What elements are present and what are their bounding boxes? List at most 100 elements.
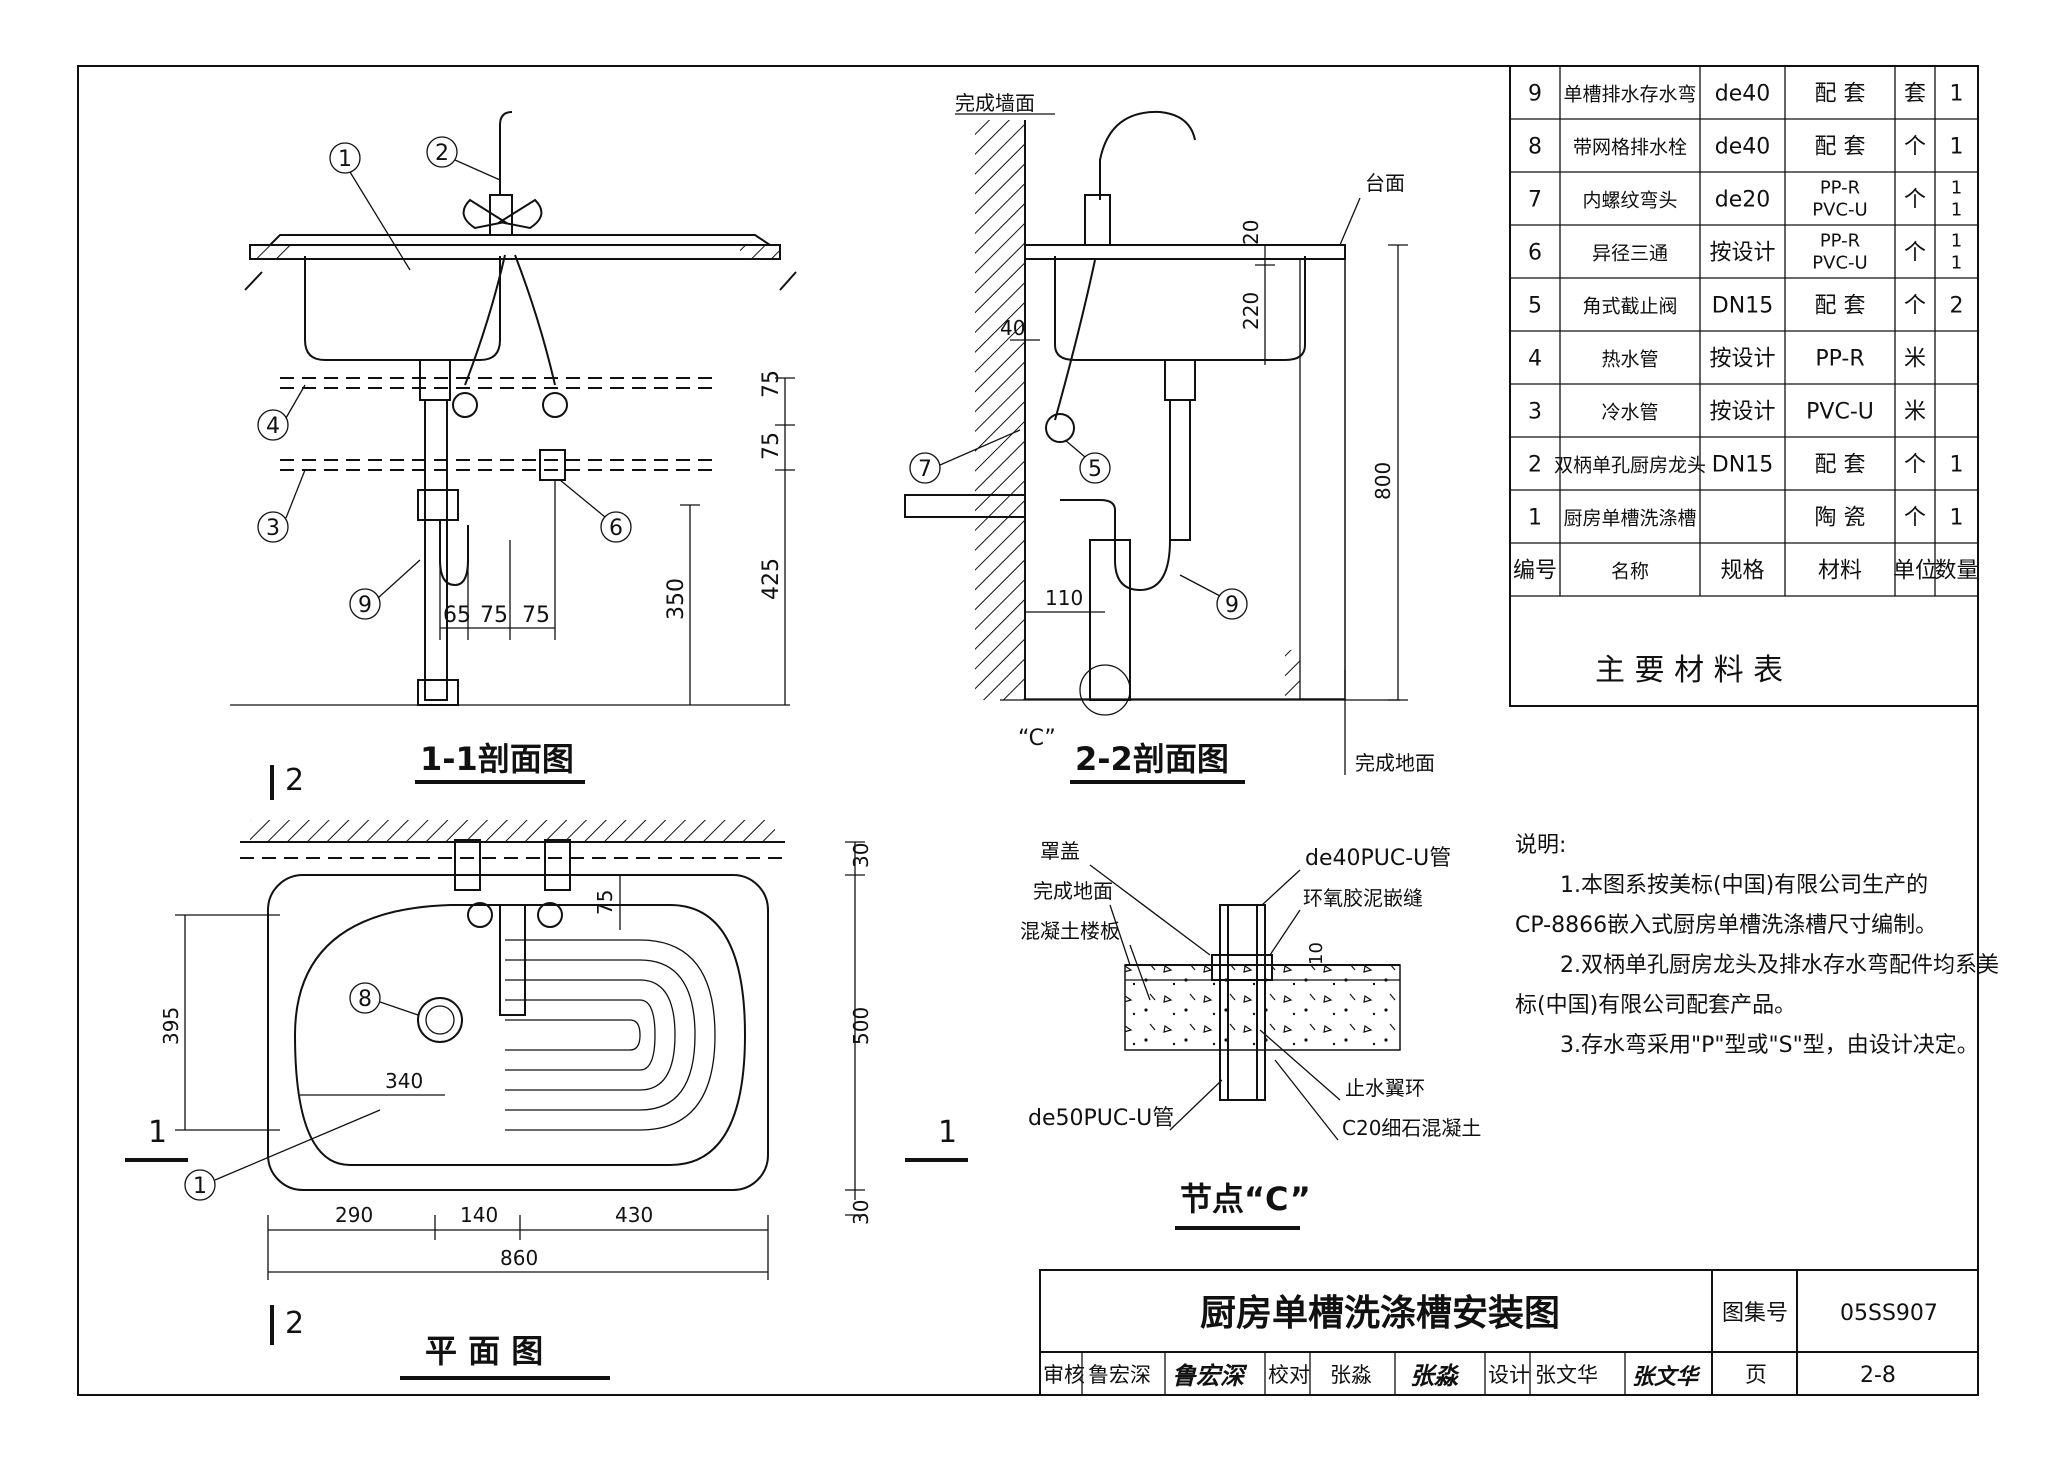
table-cell: PP-R <box>1820 178 1860 199</box>
notes-heading: 说明: <box>1515 833 1566 858</box>
plan-view: 30 500 30 75 395 340 290 140 430 860 2 2… <box>125 763 968 1380</box>
title-block: 厨房单槽洗涤槽安装图 图集号 05SS907 页 2-8 审核 鲁宏深 鲁宏深 … <box>1039 1269 1979 1396</box>
table-cell: 配 套 <box>1815 82 1866 107</box>
table-cell: 双柄单孔厨房龙头 <box>1554 455 1706 477</box>
table-cell: 角式截止阀 <box>1582 296 1677 318</box>
notes-line2: CP-8866嵌入式厨房单槽洗涤槽尺寸编制。 <box>1515 913 1937 938</box>
section-1-1: 75 75 350 425 65 75 75 1 2 4 3 6 9 1-1剖面… <box>230 111 797 784</box>
section-2-2-title: 2-2剖面图 <box>1075 740 1229 778</box>
plan-title: 平 面 图 <box>425 1332 543 1370</box>
table-cell: 个 <box>1904 294 1926 319</box>
callout-9: 9 <box>358 593 372 618</box>
table-cell: 配 套 <box>1815 453 1866 478</box>
table-cell: 4 <box>1528 347 1542 372</box>
callout-1: 1 <box>338 147 352 172</box>
dim-340: 340 <box>385 1069 423 1093</box>
table-cell: 1 <box>1528 506 1542 531</box>
faucet <box>499 111 513 195</box>
table-cell: 1 <box>1950 506 1964 531</box>
dim-500: 500 <box>849 1007 873 1045</box>
node-pipe50: de50PUC-U管 <box>1028 1106 1174 1131</box>
node-floor: 完成地面 <box>1033 879 1113 903</box>
table-cell: PP-R <box>1820 231 1860 252</box>
node-pipe40: de40PUC-U管 <box>1305 846 1451 871</box>
node-ring: 止水翼环 <box>1345 1076 1425 1100</box>
check-label: 校对 <box>1268 1363 1310 1387</box>
table-cell: 1 <box>1951 231 1962 252</box>
table-header-cell: 数量 <box>1934 559 1978 584</box>
table-cell: 2 <box>1528 453 1542 478</box>
drawing-title: 厨房单槽洗涤槽安装图 <box>1200 1293 1560 1334</box>
callout-1-plan: 1 <box>193 1174 207 1199</box>
review-label: 审核 <box>1043 1363 1085 1387</box>
atlas-label: 图集号 <box>1722 1301 1788 1326</box>
dim-40: 40 <box>1000 316 1025 340</box>
callout-4: 4 <box>266 414 280 439</box>
table-cell: DN15 <box>1712 294 1773 319</box>
dim-75d: 75 <box>522 603 550 628</box>
table-cell: DN15 <box>1712 453 1773 478</box>
table-cell: 按设计 <box>1709 347 1775 372</box>
table-header-cell: 单位 <box>1893 559 1937 584</box>
table-cell: PVC-U <box>1812 200 1867 221</box>
dim-220: 220 <box>1239 292 1263 330</box>
table-cell: 米 <box>1904 347 1926 372</box>
dim-395: 395 <box>159 1007 183 1045</box>
sec-mark-2-bottom: 2 <box>285 1306 304 1341</box>
callout-8: 8 <box>358 987 372 1012</box>
table-cell: 厨房单槽洗涤槽 <box>1563 508 1696 530</box>
node-c20: C20细石混凝土 <box>1342 1116 1481 1140</box>
callout-9b: 9 <box>1225 593 1239 618</box>
dim-30b: 30 <box>849 1200 873 1225</box>
section-2-2: 完成墙面 台面 “C” 完成地面 <box>904 91 1435 784</box>
dim-30a: 30 <box>849 843 873 868</box>
floor-label: 完成地面 <box>1355 751 1435 775</box>
table-cell: 1 <box>1950 453 1964 478</box>
page-label: 页 <box>1745 1363 1767 1388</box>
table-cell: 1 <box>1950 135 1964 160</box>
node-c-detail: 罩盖 完成地面 混凝土楼板 de40PUC-U管 环氧胶泥嵌缝 10 止水翼环 … <box>1020 839 1481 1230</box>
callout-6: 6 <box>609 516 623 541</box>
check-signature: 张淼 <box>1410 1362 1460 1390</box>
notes-line4: 标(中国)有限公司配套产品。 <box>1515 993 1796 1018</box>
node-d10: 10 <box>1306 942 1327 965</box>
design-signature: 张文华 <box>1632 1364 1701 1390</box>
drainboard-grooves <box>505 939 716 1131</box>
table-cell: 1 <box>1951 253 1962 274</box>
dim-430: 430 <box>615 1203 653 1227</box>
node-slab: 混凝土楼板 <box>1020 919 1120 943</box>
atlas-no: 05SS907 <box>1840 1301 1938 1326</box>
table-cell: 带网格排水栓 <box>1573 137 1687 159</box>
table-cell: de20 <box>1715 188 1771 213</box>
page-no: 2-8 <box>1860 1363 1896 1388</box>
table-cell: de40 <box>1715 135 1771 160</box>
counter-label: 台面 <box>1365 171 1405 195</box>
table-cell: 配 套 <box>1815 135 1866 160</box>
table-header-cell: 名称 <box>1611 561 1649 583</box>
table-cell: 配 套 <box>1815 294 1866 319</box>
table-cell: 个 <box>1904 453 1926 478</box>
design-label: 设计 <box>1488 1363 1530 1387</box>
table-cell: 按设计 <box>1709 400 1775 425</box>
table-cell: 2 <box>1950 294 1964 319</box>
dim-65: 65 <box>443 603 471 628</box>
sheet-border <box>77 65 1979 1396</box>
sec-mark-1-left: 1 <box>148 1115 167 1150</box>
table-cell: 3 <box>1528 400 1542 425</box>
callout-3: 3 <box>266 516 280 541</box>
table-cell: de40 <box>1715 82 1771 107</box>
dim-425: 425 <box>759 558 784 600</box>
table-cell: 1 <box>1951 200 1962 221</box>
dim-75b: 75 <box>759 432 784 460</box>
review-signature: 鲁宏深 <box>1172 1362 1248 1390</box>
table-cell: 按设计 <box>1709 241 1775 266</box>
table-cell: 8 <box>1528 135 1542 160</box>
dim-110: 110 <box>1045 586 1083 610</box>
dim-20: 20 <box>1239 220 1263 245</box>
dim-75a: 75 <box>759 370 784 398</box>
dim-350: 350 <box>664 578 689 620</box>
callout-2: 2 <box>435 141 449 166</box>
wall-label: 完成墙面 <box>955 91 1035 115</box>
